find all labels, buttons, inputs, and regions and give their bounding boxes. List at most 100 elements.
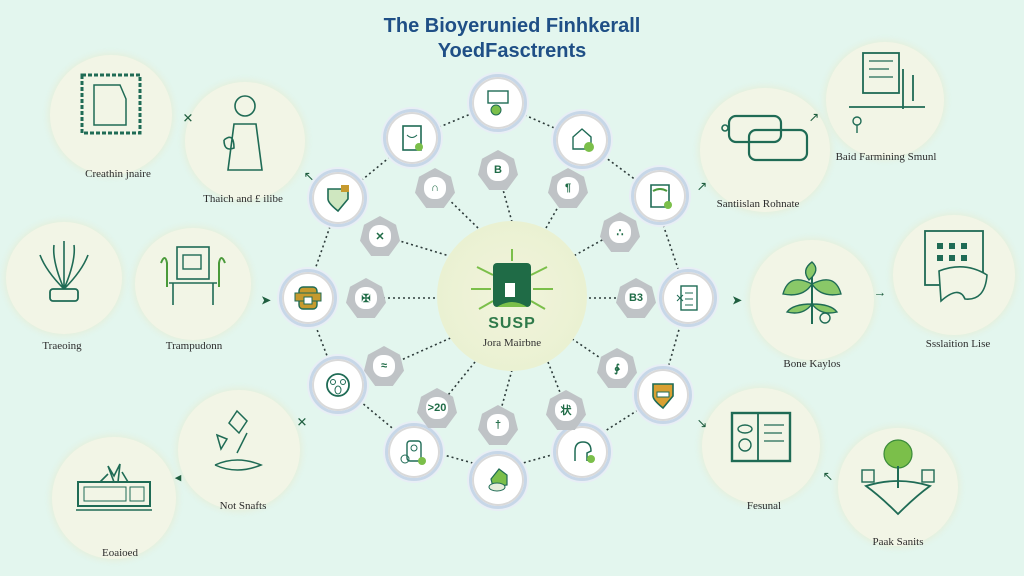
outer-node-paak-sanits[interactable] [838,428,958,546]
outer-node-tracing[interactable] [6,222,122,334]
hex-badge-glyph: ✕ [369,225,391,247]
shield-icon [327,185,349,213]
hex-badge-bottom-left[interactable]: >20 [417,388,457,428]
outer-node-band-farming[interactable] [826,42,944,158]
outer-node-bone-kayles[interactable] [750,240,874,360]
hex-badge-glyph: B3 [625,287,647,309]
spoke-lower-left [389,335,456,366]
hex-badge-bottom[interactable]: † [478,405,518,445]
hex-badge-top-right[interactable]: ¶ [548,168,588,208]
diagram-title-line-2: YoedFasctrents [437,40,587,62]
ring-node-top-right[interactable] [553,111,611,169]
outer-node-creation-frame[interactable] [50,55,172,175]
ring-node-top-left[interactable] [383,109,441,167]
ring-node-bottom-left[interactable] [385,423,443,481]
building-people-icon [487,90,509,116]
leaf-icon [782,261,842,325]
hex-badge-glyph: ∩ [424,177,446,199]
outer-node-fesunal[interactable] [702,388,820,504]
arrow-icon: ✕ [296,414,308,430]
hex-badge-lower-left[interactable]: ≈ [364,346,404,386]
hex-badge-glyph: ¶ [557,177,579,199]
hex-badge-bottom-right[interactable]: 状 [546,390,586,430]
spoke-bottom [497,369,513,421]
keyboard-plant-icon [76,463,152,511]
outer-label-tracing: Traeoing [42,340,82,352]
hex-badge-glyph: ∴ [609,221,631,243]
hex-badge-upper-left[interactable]: ✕ [360,216,400,256]
hex-badge-right[interactable]: B3 [616,278,656,318]
outer-label-sanitation-schemate: Santiislan Rohnate [716,198,800,210]
arrow-icon: ➤ [260,292,272,308]
head-icon [574,441,595,463]
hex-badge-lower-right[interactable]: ∳ [597,348,637,388]
desk-computer-icon [849,51,925,133]
outer-label-sustaition-lise: Ssslaition Lise [925,338,991,350]
sack-icon [488,468,508,492]
arrow-icon: ↖ [303,168,315,184]
hex-badge-top[interactable]: B [478,150,518,190]
hex-badge-glyph: † [487,414,509,436]
ring-node-lower-left[interactable] [309,356,367,414]
arrow-icon: ↗ [696,178,708,194]
arrow-icon: → [873,284,887,300]
hex-badge-glyph: ∳ [606,357,628,379]
document-face-icon [402,125,423,151]
hex-badge-upper-right[interactable]: ∴ [600,212,640,252]
outer-node-sustaition-lise[interactable] [893,215,1015,335]
ring-node-bottom-right[interactable] [553,423,611,481]
plant-icon [39,241,89,302]
outer-label-band-farming: Baid Farmining Smunl [835,151,937,163]
outer-node-enabled[interactable] [52,437,176,559]
document-panel-icon [730,411,792,462]
kiosk-icon [160,246,226,306]
outer-label-not-snafts: Not Snafts [219,500,267,512]
hub-brand: SUSP [488,315,536,332]
outer-label-creation-frame: Creathin jnaire [85,168,151,180]
hex-badge-top-left[interactable]: ∩ [415,168,455,208]
outer-node-sanitation-schemate[interactable] [700,88,830,212]
ring-node-right[interactable] [659,269,717,327]
hex-badge-glyph: B [487,159,509,181]
outer-node-not-snafts[interactable] [178,390,300,510]
outer-label-bone-kayles: Bone Kaylos [783,358,841,370]
poster-icon [676,285,698,311]
frame-icon [80,73,142,135]
hex-badge-glyph: ✠ [355,287,377,309]
shield-gold-icon [652,383,674,410]
arrow-icon: ↘ [696,415,708,431]
ring-node-lower-right[interactable] [634,366,692,424]
badge-icon [294,286,322,310]
leaves-icon [214,410,263,472]
diagram-title-line-1: The Bioyerunied Finhkerall [383,15,641,37]
hub-subtitle: Jora Mairbne [482,337,542,349]
bag-icon [650,184,672,209]
outer-label-transition: Trampudonn [165,340,223,352]
hex-badge-left[interactable]: ✠ [346,278,386,318]
outer-node-transition[interactable] [135,228,251,340]
center-hub[interactable]: SUSP Jora Mairbne [437,221,587,371]
ring-node-left[interactable] [279,269,337,327]
arrow-icon: ➤ [731,292,743,308]
outer-node-match-and-life[interactable] [185,82,305,200]
hex-badge-glyph: 状 [555,399,577,421]
building-icon [924,230,988,304]
outer-label-match-and-life: Thaich and £ ilibe [203,193,283,205]
outer-label-fesunal: Fesunal [746,500,782,512]
hex-badge-glyph: >20 [426,397,448,419]
face-icon [326,373,350,397]
ring-node-upper-left[interactable] [309,169,367,227]
outer-label-enabled: Eoaioed [101,547,139,559]
ring-node-top[interactable] [469,74,527,132]
ring-node-upper-right[interactable] [631,167,689,225]
arrow-icon: ✕ [182,110,194,126]
arrow-icon: ↗ [808,109,820,125]
hex-badge-glyph: ≈ [373,355,395,377]
robot-icon [400,440,426,465]
arrow-icon: ↖ [822,468,834,484]
ring-node-bottom[interactable] [469,451,527,509]
chat-bubbles-icon [721,114,809,162]
tree-table-icon [861,438,935,515]
outer-label-paak-sanits: Paak Sanits [872,536,924,548]
home-plants-icon [572,128,594,152]
